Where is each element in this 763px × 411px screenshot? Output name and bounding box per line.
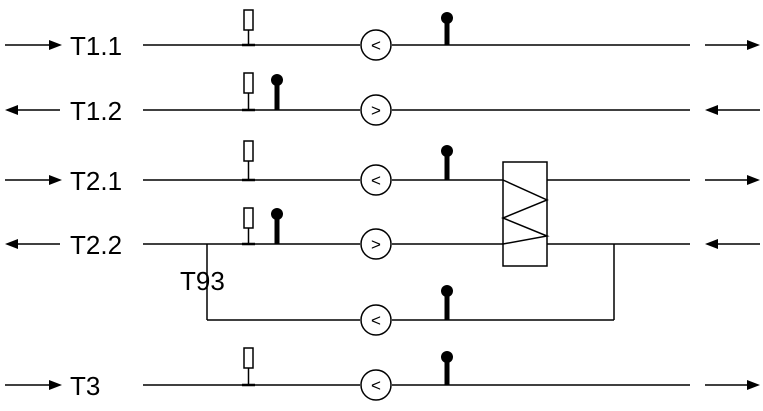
sensor-icon: [441, 351, 453, 385]
arrowhead-right: [747, 175, 760, 185]
heat-exchanger-icon: [501, 161, 550, 267]
label-t1-1: T1.1: [70, 31, 122, 61]
sensor-icon: [441, 285, 453, 320]
arrowhead-right: [49, 175, 62, 185]
arrowhead-left: [705, 239, 718, 249]
row-t1-1: <: [5, 9, 760, 61]
svg-text:<: <: [371, 171, 381, 190]
bypass-loop: <: [206, 244, 615, 336]
fan-icon: <: [360, 29, 392, 61]
filter-icon: [242, 347, 255, 387]
fan-icon: >: [360, 94, 392, 126]
sensor-icon: [271, 74, 283, 110]
svg-text:<: <: [371, 376, 381, 395]
filter-icon: [242, 9, 255, 47]
row-t2-1: <: [5, 140, 760, 196]
row-t2-2: >: [5, 207, 760, 260]
sensor-icon: [441, 12, 453, 45]
arrowhead-left: [5, 105, 18, 115]
filter-icon: [242, 72, 255, 112]
arrowhead-right: [49, 40, 62, 50]
fan-icon: <: [360, 369, 392, 401]
row-t3: <: [5, 347, 760, 401]
svg-text:>: >: [371, 101, 381, 120]
filter-icon: [242, 140, 255, 182]
label-t2-2: T2.2: [70, 230, 122, 260]
arrowhead-right: [49, 380, 62, 390]
fan-icon: >: [360, 228, 392, 260]
arrowhead-left: [705, 105, 718, 115]
sensor-icon: [441, 145, 453, 180]
svg-text:>: >: [371, 235, 381, 254]
label-t1-2: T1.2: [70, 96, 122, 126]
svg-text:<: <: [371, 311, 381, 330]
filter-icon: [242, 207, 255, 246]
label-t2-1: T2.1: [70, 166, 122, 196]
label-t3: T3: [70, 371, 100, 401]
arrowhead-right: [747, 380, 760, 390]
label-t93: T93: [180, 266, 225, 296]
svg-text:<: <: [371, 36, 381, 55]
fan-icon: <: [360, 304, 392, 336]
fan-icon: <: [360, 164, 392, 196]
arrowhead-right: [747, 40, 760, 50]
sensor-icon: [271, 208, 283, 244]
row-t1-2: >: [5, 72, 760, 126]
arrowhead-left: [5, 239, 18, 249]
